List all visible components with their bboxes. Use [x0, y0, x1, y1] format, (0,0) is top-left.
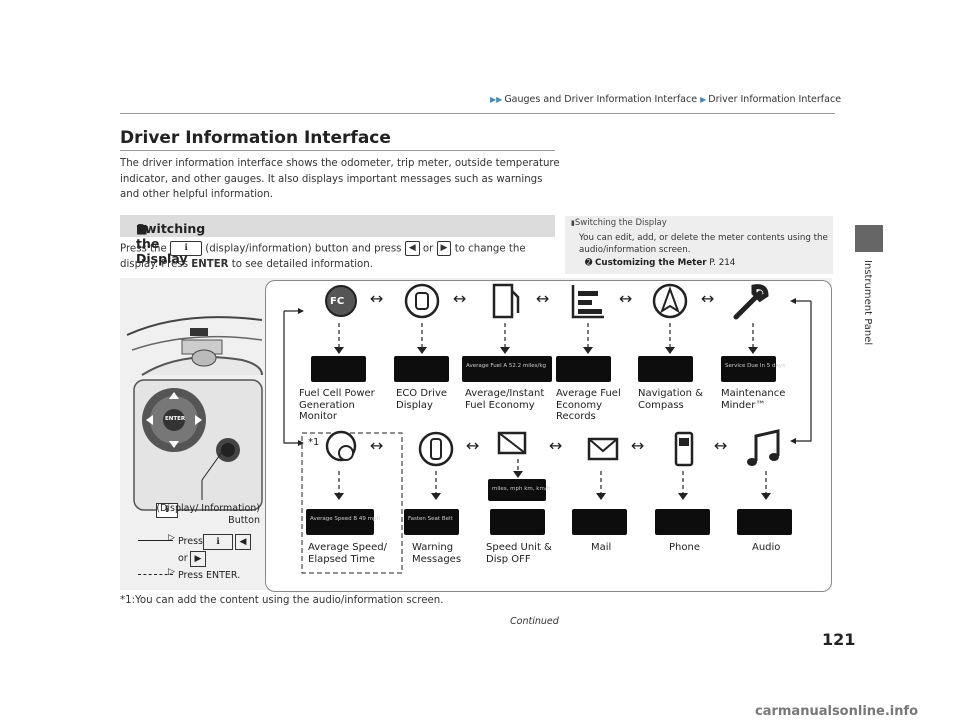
double-arrow-icon: ↔: [370, 289, 384, 308]
display-cycle-diagram: FC *1 ↔ ↔ ↔ ↔ ↔ ↔ ↔ ↔ ↔ ↔ Average Fuel A…: [265, 280, 832, 592]
label-fuel-records: Average Fuel Economy Records: [556, 388, 621, 422]
label-maintenance: Maintenance Minder™: [721, 388, 786, 411]
continued-label: Continued: [510, 616, 559, 627]
section-header: ■Switching the Display: [120, 215, 555, 266]
info-button-icon: ℹ: [203, 534, 233, 550]
sidebar-link[interactable]: ➋ Customizing the Meter P. 214: [585, 258, 736, 268]
screen-warning: Fasten Seat Belt: [404, 509, 459, 535]
screen-fuel-records: [556, 356, 611, 382]
double-arrow-icon: ↔: [453, 289, 467, 308]
header-rule: [120, 113, 835, 114]
info-button-icon: ℹ: [170, 241, 203, 256]
sidebar-note: ▮Switching the Display You can edit, add…: [565, 216, 833, 274]
watermark: carmanualsonline.info: [755, 704, 919, 719]
breadcrumb-part1: Gauges and Driver Information Interface: [504, 94, 698, 105]
label-audio: Audio: [752, 542, 781, 553]
title-rule: [120, 150, 555, 151]
left-arrow-key-icon: ◀: [404, 241, 420, 256]
enter-button-label: ENTER: [165, 416, 186, 422]
star-note: *1: [308, 437, 320, 448]
footnote: *1:You can add the content using the aud…: [120, 595, 444, 606]
double-arrow-icon: ↔: [466, 436, 480, 455]
screen-maintenance: Service Due In 5 days: [721, 356, 785, 382]
para-text: Press the: [120, 243, 167, 255]
arrowhead-icon: ▷: [168, 567, 175, 577]
section-marker: ■: [136, 221, 148, 236]
screen-speed-unit-small: miles, mph km, km/h: [488, 479, 550, 501]
double-arrow-icon: ↔: [619, 289, 633, 308]
legend-solid-arrow: [138, 540, 173, 541]
breadcrumb: ▶▶Gauges and Driver Information Interfac…: [490, 94, 841, 105]
double-arrow-icon: ↔: [549, 436, 563, 455]
reference-icon: ➋: [585, 258, 596, 268]
label-fuel-cell: Fuel Cell Power Generation Monitor: [299, 388, 375, 422]
note-icon: ▮: [571, 219, 575, 227]
screen-disp-off: [490, 509, 545, 535]
fc-badge: FC: [330, 296, 345, 307]
label-speed-unit: Speed Unit & Disp OFF: [486, 542, 552, 565]
legend-press: Press: [178, 536, 204, 547]
legend-press-enter: Press ENTER.: [178, 570, 241, 581]
breadcrumb-arrow-icon: ▶: [700, 95, 707, 104]
sidebar-body: You can edit, add, or delete the meter c…: [579, 233, 828, 255]
double-arrow-icon: ↔: [631, 436, 645, 455]
double-arrow-icon: ↔: [536, 289, 550, 308]
double-arrow-icon: ↔: [370, 436, 384, 455]
para-text: (display/information) button and press: [205, 243, 402, 255]
screen-avg-speed: Average Speed B 49 mph: [306, 509, 380, 535]
para-text: or: [422, 243, 434, 255]
right-arrow-key-icon: ▶: [190, 551, 206, 567]
chapter-label: Instrument Panel: [862, 260, 873, 346]
double-arrow-icon: ↔: [701, 289, 715, 308]
chapter-tab: [855, 225, 883, 252]
screen-phone: [655, 509, 710, 535]
legend-dashed-arrow: [138, 574, 173, 575]
legend-or: or: [178, 553, 188, 564]
label-avg-fuel: Average/Instant Fuel Economy: [465, 388, 545, 411]
steering-wheel-illustration: [126, 316, 263, 511]
right-arrow-key-icon: ▶: [436, 241, 452, 256]
screen-audio: [737, 509, 792, 535]
breadcrumb-part2: Driver Information Interface: [708, 94, 842, 105]
sidebar-title: Switching the Display: [574, 218, 667, 228]
switching-paragraph: Press the ℹ (display/information) button…: [120, 241, 560, 273]
left-arrow-key-icon: ◀: [235, 534, 251, 550]
double-arrow-icon: ↔: [714, 436, 728, 455]
screen-eco-drive: [394, 356, 449, 382]
info-button-icon: ℹ: [156, 503, 178, 518]
label-phone: Phone: [669, 542, 700, 553]
breadcrumb-arrow-icon: ▶▶: [490, 95, 503, 104]
screen-mail: [572, 509, 627, 535]
label-avg-speed: Average Speed/ Elapsed Time: [308, 542, 387, 565]
label-eco-drive: ECO Drive Display: [396, 388, 448, 411]
button-label: (Display/ Information) Button: [156, 503, 260, 526]
para-text: to change the display. Press: [120, 243, 526, 271]
screen-avg-fuel: Average Fuel A 52.2 miles/kg: [462, 356, 552, 382]
arrowhead-icon: ▷: [168, 533, 175, 543]
label-warning: Warning Messages: [412, 542, 462, 565]
page-title: Driver Information Interface: [120, 128, 391, 148]
cycle-arrows: [283, 283, 812, 574]
page-number: 121: [822, 630, 856, 649]
intro-paragraph: The driver information interface shows t…: [120, 158, 560, 200]
screen-navigation: [638, 356, 693, 382]
para-text: to see detailed information.: [231, 259, 373, 270]
screen-fuel-cell: [311, 356, 366, 382]
enter-key-label: ENTER: [191, 259, 229, 270]
label-mail: Mail: [591, 542, 612, 553]
label-navigation: Navigation & Compass: [638, 388, 703, 411]
section-title: Switching the Display: [136, 221, 206, 266]
